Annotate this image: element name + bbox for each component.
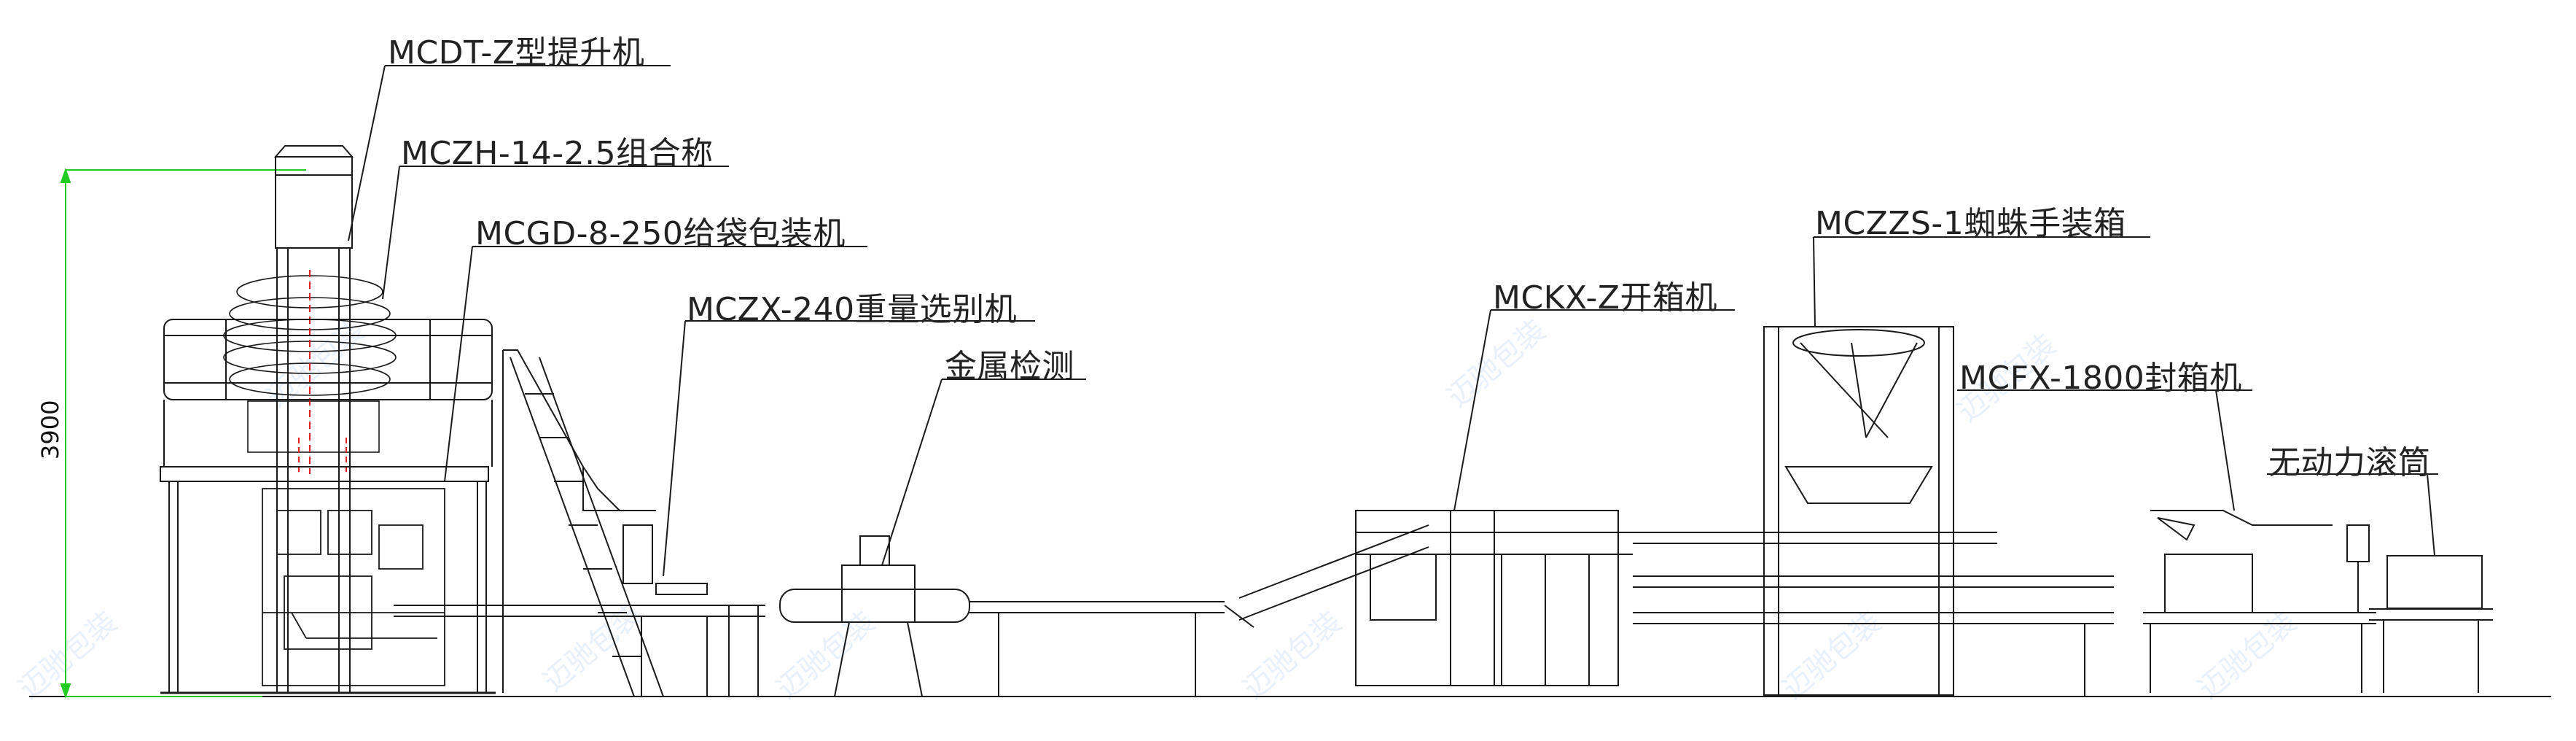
height-dimension [60, 167, 306, 699]
svg-text:迈驰包装: 迈驰包装 [1441, 314, 1552, 414]
label-roller-conveyor: 无动力滚筒 [2268, 444, 2431, 481]
svg-text:迈驰包装: 迈驰包装 [1776, 605, 1887, 706]
metal-detector-machine [779, 535, 1225, 697]
svg-text:迈驰包装: 迈驰包装 [537, 598, 648, 699]
label-combination-scale: MCZH-14-2.5组合称 [401, 135, 714, 172]
platform-frame [160, 319, 496, 694]
height-dimension-label: 3900 [36, 400, 64, 459]
svg-text:迈驰包装: 迈驰包装 [2192, 605, 2303, 706]
roller-conveyor-machine [2369, 555, 2493, 697]
svg-text:迈驰包装: 迈驰包装 [1237, 605, 1348, 706]
label-spider-case-packer: MCZZS-1蜘蛛手装箱 [1815, 205, 2126, 242]
checkweigher-machine [394, 524, 765, 697]
access-stairs [502, 349, 664, 697]
label-case-sealer: MCFX-1800封箱机 [1959, 360, 2242, 397]
elevator-machine [270, 145, 357, 694]
bagging-machine-body [262, 488, 445, 686]
label-bagging-machine: MCGD-8-250给袋包装机 [475, 215, 846, 252]
label-checkweigher: MCZX-240重量选别机 [687, 291, 1018, 328]
label-case-erector: MCKX-Z开箱机 [1493, 279, 1718, 317]
label-elevator: MCDT-Z型提升机 [388, 34, 645, 71]
case-erector-machine [1224, 510, 1633, 686]
leader-lines [348, 65, 2438, 577]
case-sealer-machine [2143, 510, 2376, 693]
spider-case-packer-machine [1633, 326, 2114, 697]
label-metal-detector: 金属检测 [945, 348, 1074, 385]
